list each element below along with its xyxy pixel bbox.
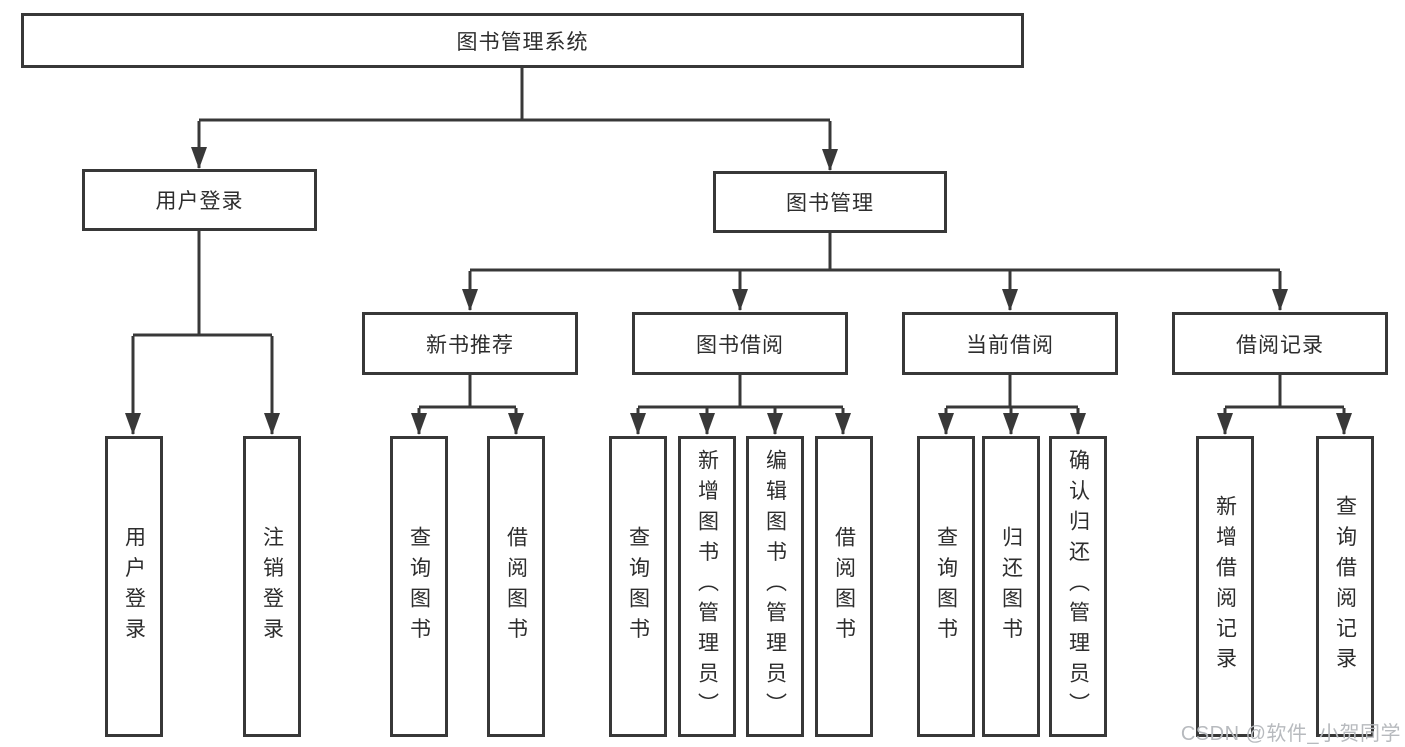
node-book-management: 图书管理 [713, 171, 947, 233]
node-leaf-borrow-books-1: 借阅图书 [487, 436, 545, 737]
node-leaf-add-books-admin: 新增图书（管理员） [678, 436, 736, 737]
node-leaf-query-books-2: 查询图书 [609, 436, 667, 737]
leaf-label: 注销登录 [260, 525, 284, 648]
leaf-label: 确认归还（管理员） [1066, 449, 1090, 724]
node-leaf-query-books-1: 查询图书 [390, 436, 448, 737]
leaf-label: 编辑图书（管理员） [763, 449, 787, 724]
node-leaf-borrow-books-2: 借阅图书 [815, 436, 873, 737]
leaf-label: 归还图书 [999, 525, 1023, 648]
node-user-login: 用户登录 [82, 169, 317, 231]
node-leaf-query-borrow-record: 查询借阅记录 [1316, 436, 1374, 737]
node-leaf-return-books: 归还图书 [982, 436, 1040, 737]
connector-rails [133, 68, 1344, 409]
node-book-borrow: 图书借阅 [632, 312, 848, 375]
node-root: 图书管理系统 [21, 13, 1024, 68]
node-leaf-user-login: 用户登录 [105, 436, 163, 737]
node-leaf-confirm-return-admin: 确认归还（管理员） [1049, 436, 1107, 737]
node-leaf-query-books-3: 查询图书 [917, 436, 975, 737]
node-leaf-logout: 注销登录 [243, 436, 301, 737]
leaf-label: 查询图书 [934, 525, 958, 648]
node-leaf-edit-books-admin: 编辑图书（管理员） [746, 436, 804, 737]
leaf-label: 新增借阅记录 [1213, 495, 1237, 678]
node-new-book-recommend: 新书推荐 [362, 312, 578, 375]
leaf-label: 查询借阅记录 [1333, 495, 1357, 678]
leaf-label: 用户登录 [122, 525, 146, 648]
leaf-label: 查询图书 [626, 525, 650, 648]
csdn-watermark: CSDN @软件_小贺同学 [1180, 723, 1401, 745]
leaf-label: 查询图书 [407, 525, 431, 648]
node-borrow-records: 借阅记录 [1172, 312, 1388, 375]
leaf-label: 借阅图书 [504, 525, 528, 648]
leaf-label: 借阅图书 [832, 525, 856, 648]
leaf-label: 新增图书（管理员） [695, 449, 719, 724]
node-current-borrow: 当前借阅 [902, 312, 1118, 375]
node-leaf-add-borrow-record: 新增借阅记录 [1196, 436, 1254, 737]
